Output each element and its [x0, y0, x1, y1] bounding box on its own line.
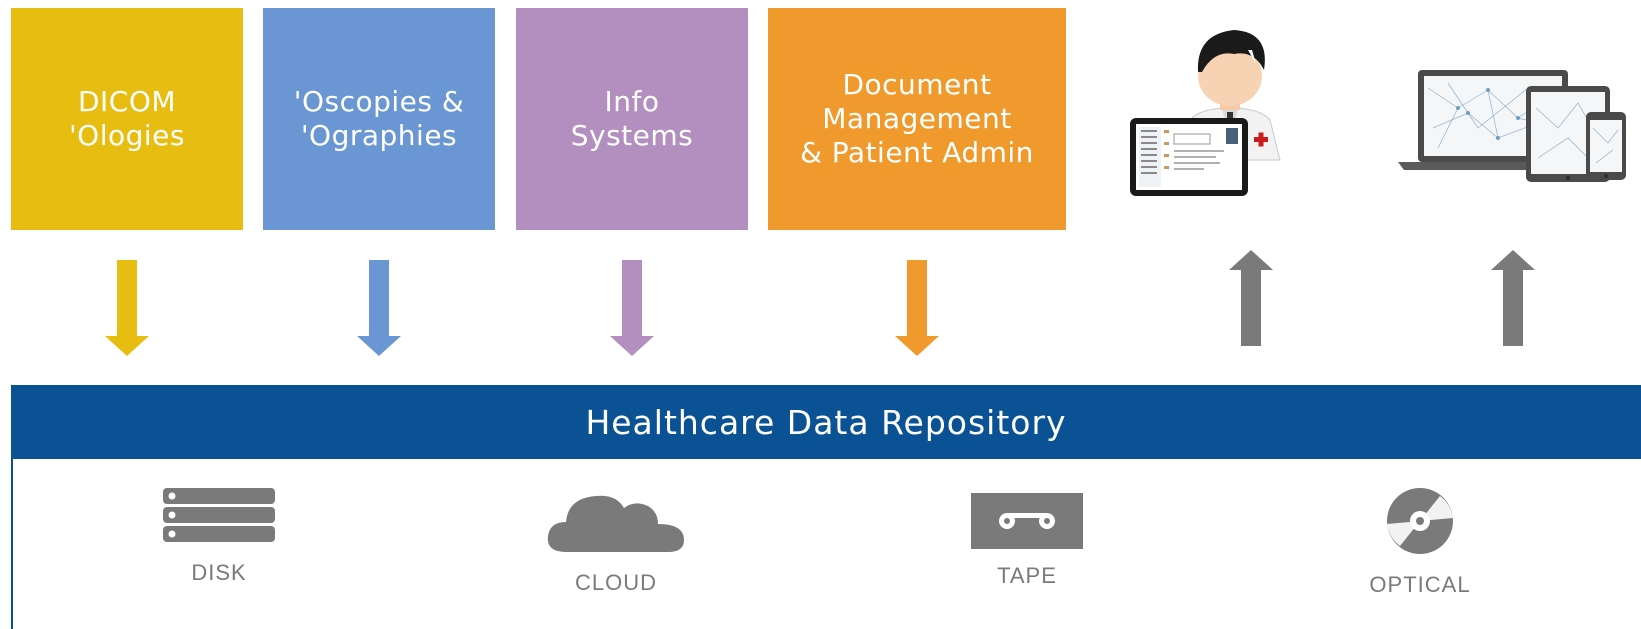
source-label-info-systems: Info Systems: [570, 85, 694, 152]
arrow-up-doctor: [1229, 250, 1273, 346]
cloud-icon: [547, 495, 684, 552]
multi-device-illustration: [1398, 70, 1626, 182]
tape-icon: [971, 493, 1083, 549]
source-label-oscopies: 'Oscopies & 'Ographies: [293, 85, 465, 152]
doctor-tablet-illustration: [1130, 30, 1281, 196]
storage-item-tape: TAPE: [927, 493, 1127, 589]
storage-label-cloud: CLOUD: [574, 570, 657, 595]
repository-title: Healthcare Data Repository: [585, 402, 1067, 442]
source-box-document-management: Document Management & Patient Admin: [768, 8, 1066, 230]
source-label-dicom: DICOM 'Ologies: [68, 85, 185, 152]
source-box-dicom: DICOM 'Ologies: [11, 8, 243, 230]
source-box-info-systems: Info Systems: [516, 8, 748, 230]
arrow-down-dicom: [105, 260, 149, 356]
arrow-down-info-systems: [610, 260, 654, 356]
storage-item-cloud: CLOUD: [516, 490, 716, 596]
arrow-up-devices: [1491, 250, 1535, 346]
arrow-down-document-management: [895, 260, 939, 356]
storage-item-optical: OPTICAL: [1320, 488, 1520, 598]
source-label-document-management: Document Management & Patient Admin: [800, 68, 1034, 169]
storage-frame: [11, 459, 1641, 629]
storage-label-optical: OPTICAL: [1369, 572, 1471, 597]
arrow-down-oscopies: [357, 260, 401, 356]
storage-label-disk: DISK: [191, 560, 247, 585]
source-box-oscopies: 'Oscopies & 'Ographies: [263, 8, 495, 230]
repository-banner: Healthcare Data Repository: [11, 385, 1641, 459]
storage-label-tape: TAPE: [997, 563, 1057, 588]
storage-item-disk: DISK: [119, 488, 319, 586]
disk-icon: [163, 488, 275, 542]
optical-disc-icon: [1387, 488, 1453, 554]
